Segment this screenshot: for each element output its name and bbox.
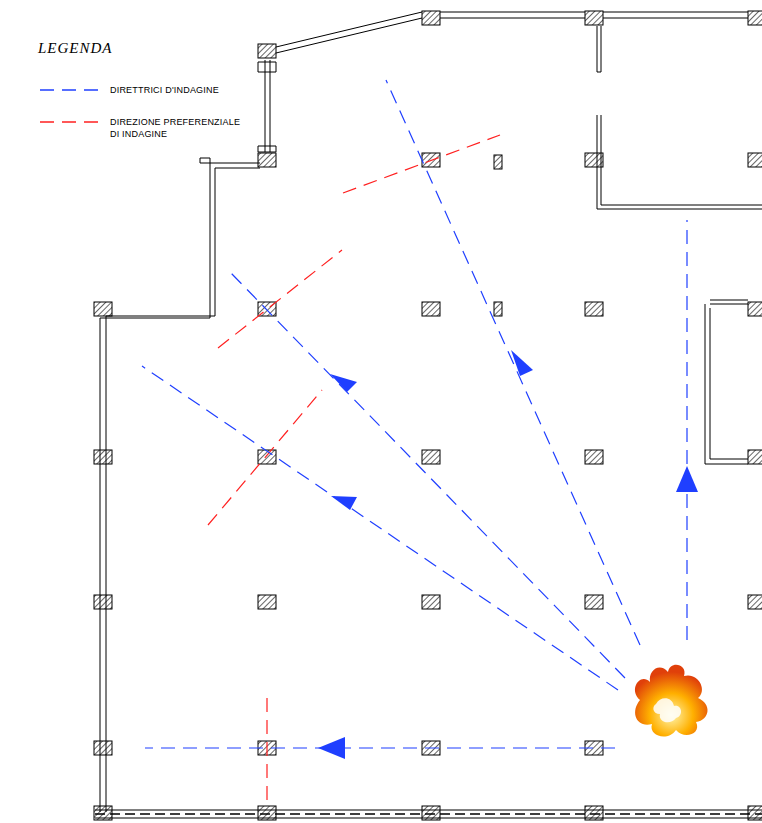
columns (94, 11, 762, 820)
fire-origin (635, 665, 708, 737)
investigation-lines (142, 80, 687, 748)
walls (95, 12, 762, 818)
legend-title: LEGENDA (38, 40, 113, 57)
legend-text: DIRETTRICI D'INDAGINE (110, 84, 270, 96)
legend-samples (40, 90, 100, 122)
legend-text: DIREZIONE PREFERENZIALE DI INDAGINE (110, 116, 246, 140)
